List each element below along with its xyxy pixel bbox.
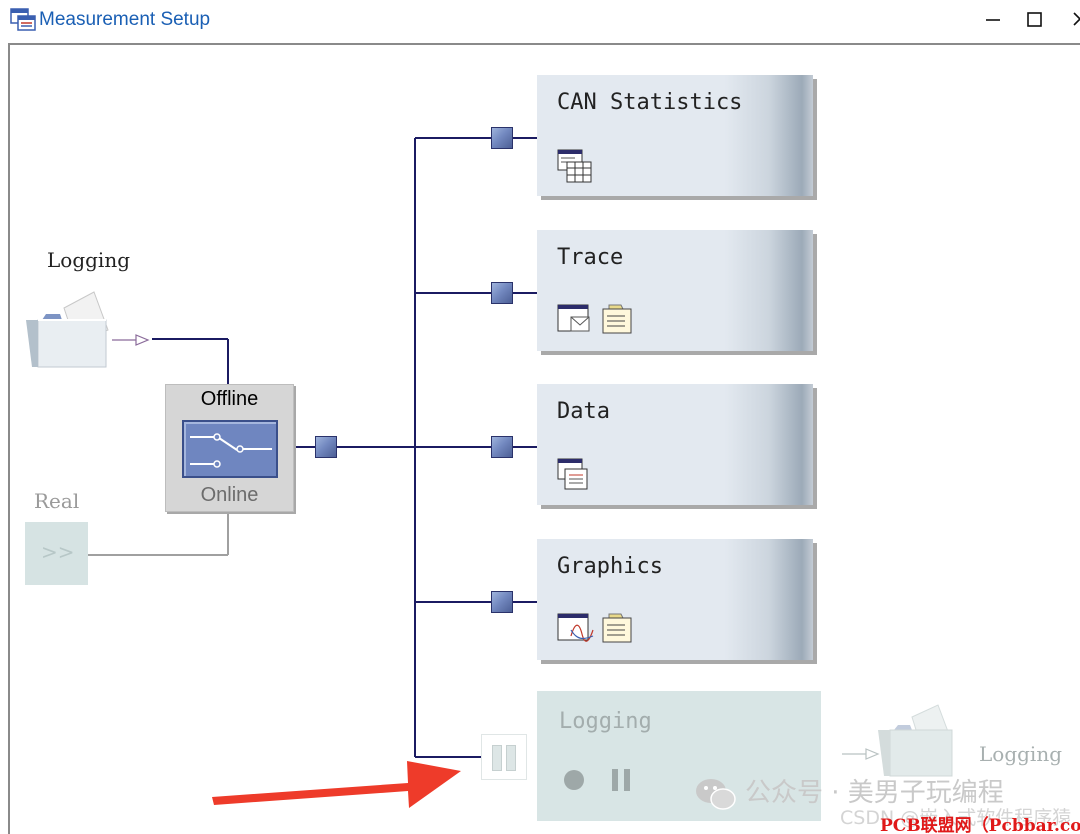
title-bar: Measurement Setup [0,0,1080,42]
online-label: Online [200,484,259,506]
graphics-window-icon [557,613,594,642]
connection-wires [88,137,880,760]
switch-icon [182,420,278,478]
logging-output-label: Logging [979,742,1063,766]
measurement-setup-canvas[interactable]: Logging Real >> Offline Online [8,43,1080,834]
data-block[interactable]: Data [537,384,813,505]
logging-source-label: Logging [47,248,131,272]
connector-node[interactable] [491,436,513,458]
wechat-icon [696,779,736,810]
maximize-icon[interactable] [1020,6,1050,34]
block-title: CAN Statistics [557,90,743,115]
connector-node[interactable] [491,127,513,149]
minimize-icon[interactable] [978,6,1008,34]
logging-file-icon[interactable] [24,290,114,370]
connector-node-disabled[interactable] [481,734,527,780]
logging-block-disabled[interactable]: Logging [537,691,821,821]
connector-node[interactable] [491,591,513,613]
real-source-node[interactable]: >> [25,522,88,585]
connector-node[interactable] [315,436,337,458]
window-title: Measurement Setup [39,9,211,30]
configuration-notes-icon [602,304,632,334]
watermark-text: 公众号 · 美男子玩编程 [745,778,1004,808]
block-title: Data [557,399,610,424]
real-forward-icon: >> [41,540,75,564]
data-window-icon [557,458,588,490]
block-title: Graphics [557,554,663,579]
watermark-pcb-text: PCB联盟网（Pcbbar.com） [880,816,1080,834]
watermark-csdn-text: CSDN @嵌入式软件程序猿 [840,807,1072,829]
pause-icon[interactable] [612,769,632,791]
offline-online-switch[interactable]: Offline Online [165,384,294,512]
trace-block[interactable]: Trace [537,230,813,351]
can-statistics-block[interactable]: CAN Statistics [537,75,813,196]
statistics-table-icon [557,149,592,183]
app-icon [10,8,36,31]
record-icon[interactable] [564,770,584,790]
configuration-notes-icon [602,613,632,643]
offline-label: Offline [200,388,259,410]
connector-node[interactable] [491,282,513,304]
trace-window-icon [557,304,590,332]
block-title: Logging [559,709,652,734]
logging-output-file-icon[interactable] [876,703,966,783]
annotation-arrow [212,761,461,808]
close-icon[interactable] [1062,6,1080,34]
graphics-block[interactable]: Graphics [537,539,813,660]
real-source-label: Real [34,489,80,513]
block-title: Trace [557,245,624,270]
